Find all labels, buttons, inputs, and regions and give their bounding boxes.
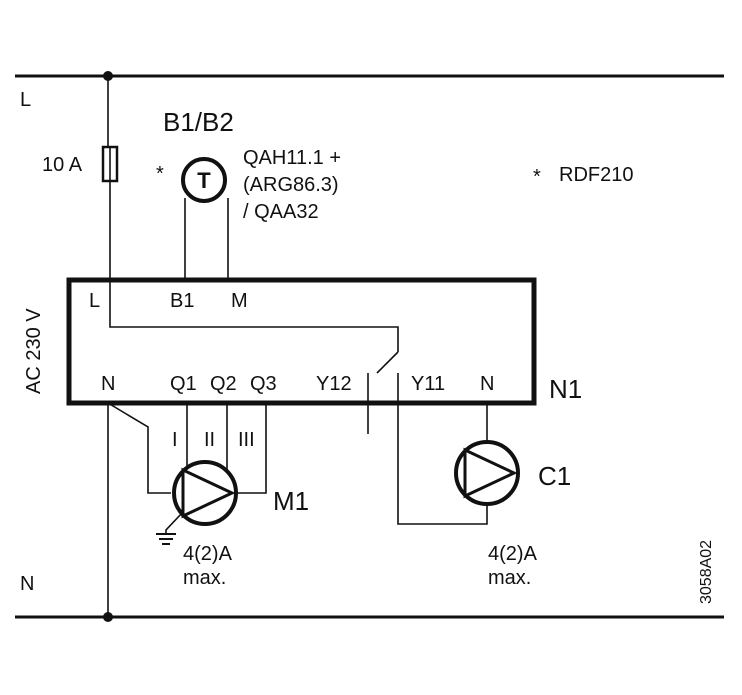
fan-speed-label-2: II	[204, 429, 215, 451]
terminal-l: L	[89, 290, 100, 312]
terminal-n-right: N	[480, 373, 494, 395]
neutral-wire-to-fan	[107, 402, 171, 494]
fan-speed-label-1: I	[172, 429, 178, 451]
neutral-rail-label: N	[20, 573, 34, 595]
terminal-q3: Q3	[250, 373, 277, 395]
terminal-b1: B1	[170, 290, 194, 312]
fan-motor-label: M1	[273, 486, 309, 516]
compressor-rating-line2: max.	[488, 567, 531, 589]
fan-motor-symbol	[172, 460, 238, 526]
drawing-number: 3058A02	[698, 540, 715, 604]
terminal-y11: Y11	[411, 373, 445, 395]
sensor-model-line2: (ARG86.3)	[243, 174, 339, 196]
controller-label: N1	[549, 374, 582, 404]
fan-speed-label-3: III	[238, 429, 255, 451]
fan-wire-q3	[237, 403, 267, 494]
terminal-y12: Y12	[316, 373, 352, 395]
thermostat-asterisk: *	[533, 166, 541, 188]
compressor-rating-line1: 4(2)A	[488, 543, 538, 565]
sensor-asterisk: *	[156, 163, 164, 185]
thermostat-model: RDF210	[559, 164, 633, 186]
terminal-q2: Q2	[210, 373, 237, 395]
fan-rating-line1: 4(2)A	[183, 543, 233, 565]
sensor-symbol-letter: T	[197, 168, 211, 193]
fan-motor-inner	[181, 467, 236, 519]
terminal-q1: Q1	[170, 373, 197, 395]
terminal-m: M	[231, 290, 248, 312]
temperature-sensor-symbol	[181, 157, 227, 203]
internal-line-wire	[109, 280, 399, 352]
sensor-model-line3: / QAA32	[243, 201, 319, 223]
controller-box	[66, 277, 537, 406]
fan-rating-line2: max.	[183, 567, 226, 589]
relay-contact-y12	[376, 351, 399, 374]
ground-wire	[165, 511, 184, 534]
line-rail-label: L	[20, 89, 31, 111]
compressor-symbol	[454, 440, 520, 506]
fuse-label: 10 A	[42, 154, 83, 176]
supply-voltage-label: AC 230 V	[23, 308, 45, 394]
compressor-inner	[463, 447, 518, 499]
relay-y11-wire	[397, 373, 488, 525]
sensor-label: B1/B2	[163, 107, 234, 137]
compressor-label: C1	[538, 461, 571, 491]
terminal-n-left: N	[101, 373, 115, 395]
sensor-model-line1: QAH11.1 +	[243, 147, 341, 169]
